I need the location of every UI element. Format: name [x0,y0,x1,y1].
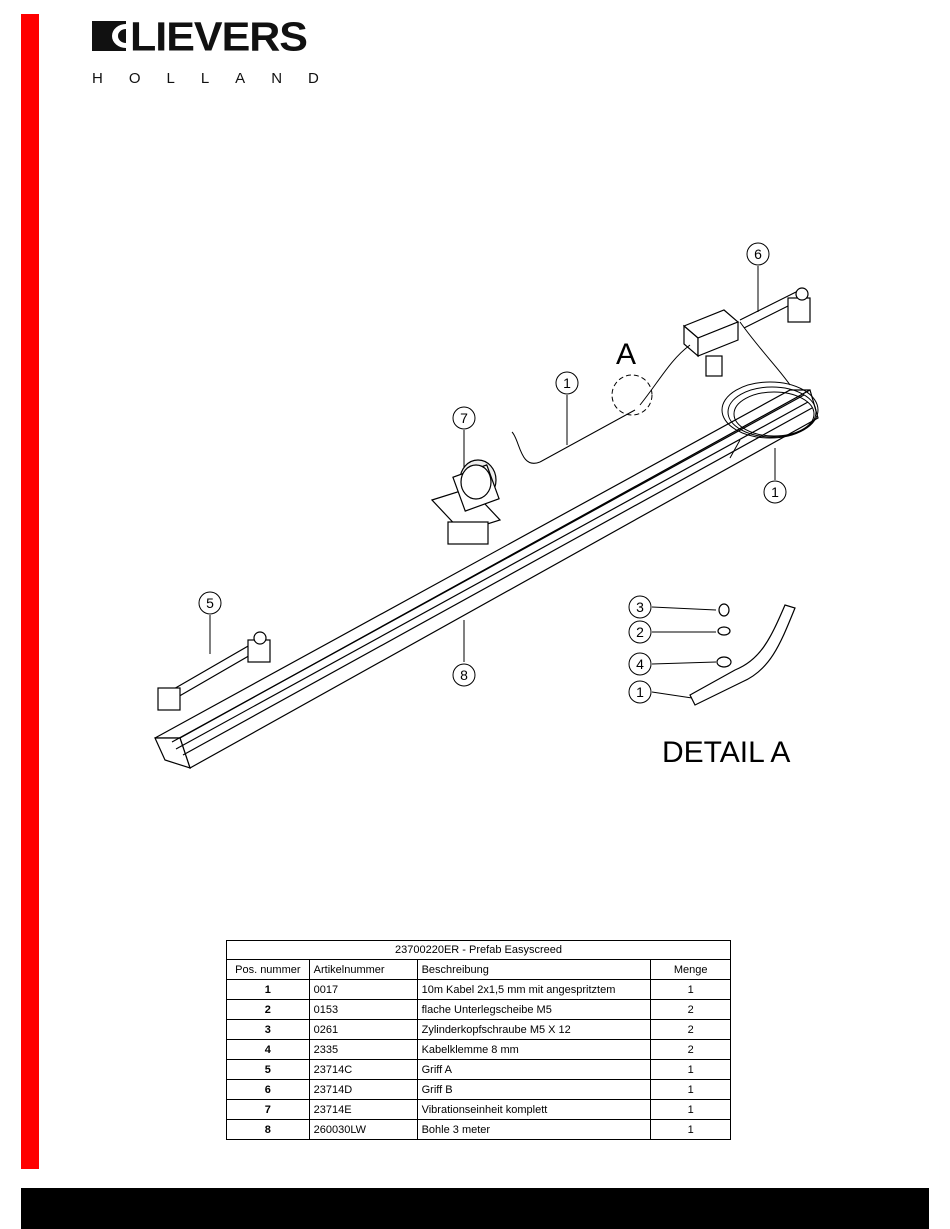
header-description: Beschreibung [416,959,652,980]
cell-article: 23714E [308,1099,418,1120]
callout-1-coil: 1 [763,480,787,504]
cell-pos: 4 [226,1039,310,1060]
red-side-bar [21,14,39,1169]
table-row: 1 0017 10m Kabel 2x1,5 mm mit angespritz… [226,979,731,1000]
screed-beam [154,389,819,769]
cell-pos: 5 [226,1059,310,1080]
vibration-unit [430,459,502,545]
cell-quantity: 1 [650,1099,731,1120]
callout-3: 3 [628,595,652,619]
switch-box [682,309,740,377]
cell-quantity: 1 [650,979,731,1000]
cell-description: Bohle 3 meter [416,1119,652,1140]
cell-description: Zylinderkopfschraube M5 X 12 [416,1019,652,1040]
cell-pos: 3 [226,1019,310,1040]
cell-description: Griff B [416,1079,652,1100]
cell-description: Vibrationseinheit komplett [416,1099,652,1120]
callout-4: 4 [628,652,652,676]
detail-letter: A [616,338,636,371]
callout-4-label: 4 [636,656,644,672]
cell-quantity: 2 [650,999,731,1020]
table-row: 3 0261 Zylinderkopfschraube M5 X 12 2 [226,1019,731,1040]
cell-quantity: 1 [650,1059,731,1080]
table-row: 2 0153 flache Unterlegscheibe M5 2 [226,999,731,1020]
logo-wordmark: LIEVERS [130,14,308,60]
cell-quantity: 2 [650,1019,731,1040]
technical-drawing: 1 1 5 6 7 8 3 [154,242,819,769]
parts-list-table: 23700220ER - Prefab Easyscreed Pos. numm… [226,940,731,1140]
table-header-row: Pos. nummer Artikelnummer Beschreibung M… [226,959,731,980]
cell-article: 23714D [308,1079,418,1100]
table-row: 5 23714C Griff A 1 [226,1059,731,1080]
cell-pos: 2 [226,999,310,1020]
callout-2: 2 [628,620,652,644]
detail-a-label: DETAIL A [662,736,790,769]
callout-2-label: 2 [636,624,644,640]
cell-description: 10m Kabel 2x1,5 mm mit angespritztem [416,979,652,1000]
cell-description: Griff A [416,1059,652,1080]
cell-article: 260030LW [308,1119,418,1140]
table-row: 4 2335 Kabelklemme 8 mm 2 [226,1039,731,1060]
detail-a-parts [689,603,796,706]
callout-1-detail: 1 [628,680,652,704]
cell-pos: 1 [226,979,310,1000]
cell-article: 0153 [308,999,418,1020]
callout-8-label: 8 [460,667,468,683]
table-title-row: 23700220ER - Prefab Easyscreed [226,940,731,960]
footer-bar [21,1188,929,1229]
callout-5: 5 [198,591,222,615]
table-title: 23700220ER - Prefab Easyscreed [226,940,731,960]
logo-subtitle: HOLLAND [92,70,345,87]
callout-8: 8 [452,663,476,687]
header-article: Artikelnummer [308,959,418,980]
callout-6-label: 6 [754,246,762,262]
header-pos: Pos. nummer [226,959,310,980]
cell-article: 0017 [308,979,418,1000]
lievers-logo: LIEVERS HOLLAND [92,14,332,87]
callout-1-label: 1 [563,375,571,391]
cell-quantity: 1 [650,1079,731,1100]
callout-1-cable: 1 [555,371,579,395]
handle-b [739,287,811,329]
cell-pos: 7 [226,1099,310,1120]
callout-7: 7 [452,406,476,430]
table-row: 7 23714E Vibrationseinheit komplett 1 [226,1099,731,1120]
cell-pos: 8 [226,1119,310,1140]
callout-7-label: 7 [460,410,468,426]
callouts: 1 1 5 6 7 8 3 [198,242,787,704]
cell-description: Kabelklemme 8 mm [416,1039,652,1060]
exploded-view-svg: 1 1 5 6 7 8 3 [154,242,819,769]
header-quantity: Menge [650,959,731,980]
callout-5-label: 5 [206,595,214,611]
cell-quantity: 2 [650,1039,731,1060]
leader-lines [209,266,776,699]
cell-quantity: 1 [650,1119,731,1140]
callout-1b-label: 1 [771,484,779,500]
cell-article: 0261 [308,1019,418,1040]
cell-article: 2335 [308,1039,418,1060]
logo-mark-icon [92,21,126,51]
cell-description: flache Unterlegscheibe M5 [416,999,652,1020]
cell-article: 23714C [308,1059,418,1080]
callout-6: 6 [746,242,770,266]
cell-pos: 6 [226,1079,310,1100]
handle-a [157,631,271,711]
callout-3-label: 3 [636,599,644,615]
table-row: 6 23714D Griff B 1 [226,1079,731,1100]
cable-coil [511,321,819,464]
callout-1c-label: 1 [636,684,644,700]
table-row: 8 260030LW Bohle 3 meter 1 [226,1119,731,1140]
